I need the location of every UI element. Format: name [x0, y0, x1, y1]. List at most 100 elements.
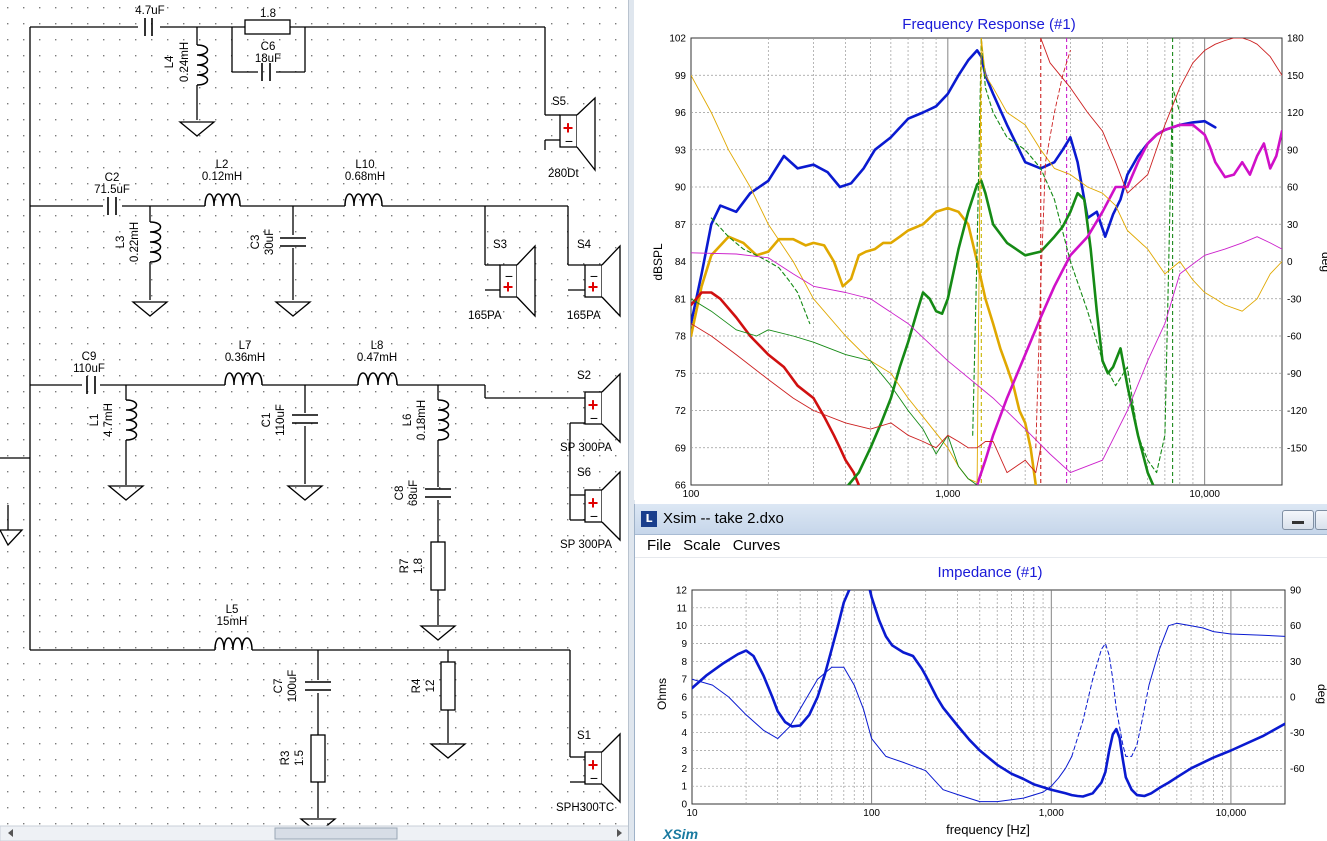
x-tick-label: 1,000	[1039, 808, 1064, 819]
y-tick-label: 72	[675, 406, 687, 417]
svg-text:+: +	[588, 277, 599, 297]
label-s1-model: SPH300TC	[556, 802, 614, 814]
label-l1-name: L1	[89, 414, 101, 427]
schematic-canvas[interactable]: + − − + − + + − + − + − 4.7uF 1.8 C6 18u…	[0, 0, 630, 841]
window-title: Xsim -- take 2.dxo	[663, 510, 784, 527]
inductors	[125, 44, 450, 651]
y2-tick-label: -60	[1287, 332, 1302, 343]
y2-tick-label: 90	[1287, 145, 1299, 156]
resistors	[244, 19, 456, 783]
label-r3-val: 1.5	[294, 750, 306, 766]
y2-tick-label: 0	[1290, 693, 1296, 704]
label-s6-model: SP 300PA	[560, 539, 612, 551]
speaker-s6[interactable]: + −	[584, 470, 621, 542]
y2-tick-label: -30	[1287, 294, 1302, 305]
x-tick-label: 1,000	[935, 489, 960, 500]
menu-scale[interactable]: Scale	[683, 537, 721, 554]
schematic-drawing[interactable]: + − − + − + + − + − + − 4.7uF 1.8 C6 18u…	[0, 0, 630, 841]
y2-tick-label: 0	[1287, 257, 1293, 268]
y-tick-label: 6	[681, 693, 687, 704]
y-tick-label: 93	[675, 145, 687, 156]
x-tick-label: 10,000	[1216, 808, 1247, 819]
speaker-s3[interactable]: − +	[499, 244, 536, 318]
label-l10-val: 0.68mH	[345, 171, 385, 183]
y2-tick-label: -90	[1287, 369, 1302, 380]
y-tick-label: 7	[681, 675, 687, 686]
series-line-0	[691, 49, 1217, 325]
series-line-5	[710, 217, 811, 325]
svg-text:+: +	[503, 277, 514, 297]
svg-text:−: −	[590, 268, 598, 284]
grid-lines	[691, 38, 1282, 485]
y-tick-label: 102	[669, 34, 686, 45]
label-l10-name: L10	[355, 159, 374, 171]
scroll-left-icon[interactable]	[8, 829, 13, 837]
menu-curves[interactable]: Curves	[732, 537, 781, 554]
label-s2-model: SP 300PA	[560, 442, 612, 454]
label-c3-val: 30uF	[264, 229, 276, 255]
y-tick-label: 78	[675, 332, 687, 343]
y-tick-label: 3	[681, 746, 687, 757]
speaker-s4[interactable]: − +	[584, 244, 621, 318]
x-tick-label: 10	[686, 808, 698, 819]
scroll-thumb[interactable]	[274, 827, 398, 840]
fr-y2label: deg	[1319, 252, 1327, 272]
label-c1-name: C1	[261, 413, 273, 428]
label-c6-val: 18uF	[255, 53, 281, 65]
label-s1-name: S1	[577, 730, 591, 742]
svg-text:−: −	[565, 133, 573, 149]
maximize-button[interactable]	[1315, 510, 1327, 530]
label-c2-name: C2	[105, 172, 120, 184]
label-c-top: 4.7uF	[135, 5, 164, 17]
label-l4-name: L4	[164, 55, 176, 68]
x-tick-label: 100	[683, 489, 700, 500]
menu-bar: File Scale Curves	[635, 535, 1327, 558]
series-line-6	[972, 38, 1181, 474]
label-s5-name: S5	[552, 96, 566, 108]
series-line-2	[691, 291, 861, 485]
series-line-10	[691, 323, 1042, 474]
label-l5-val: 15mH	[217, 616, 248, 628]
label-c3-name: C3	[250, 235, 262, 250]
minimize-button[interactable]	[1282, 510, 1314, 530]
speaker-s1[interactable]: + −	[584, 732, 621, 804]
label-c6-name: C6	[261, 41, 276, 53]
xsim-app-icon: L	[641, 511, 657, 527]
y2-tick-label: 180	[1287, 34, 1304, 45]
impedance-chart[interactable]: Impedance (#1) Ohms deg frequency [Hz] 0…	[635, 557, 1327, 841]
scroll-right-icon[interactable]	[617, 829, 622, 837]
y-tick-label: 87	[675, 220, 687, 231]
y-tick-label: 84	[675, 257, 687, 268]
y-tick-label: 9	[681, 639, 687, 650]
schematic-hscrollbar[interactable]	[0, 825, 630, 841]
label-s6-name: S6	[577, 467, 591, 479]
y2-tick-label: -30	[1290, 728, 1305, 739]
fr-ylabel: dBSPL	[651, 243, 665, 281]
y-tick-label: 99	[675, 71, 687, 82]
menu-file[interactable]: File	[647, 537, 672, 554]
series-line-12	[1035, 49, 1071, 449]
y-tick-label: 75	[675, 369, 687, 380]
svg-text:−: −	[505, 268, 513, 284]
window-titlebar[interactable]: L Xsim -- take 2.dxo	[635, 504, 1327, 535]
pane-splitter[interactable]	[628, 0, 635, 841]
series-line-2	[692, 666, 1073, 803]
x-tick-label: 100	[863, 808, 880, 819]
y-tick-label: 12	[676, 586, 688, 597]
y-tick-label: 81	[675, 294, 687, 305]
speaker-s5[interactable]: + −	[559, 96, 596, 172]
label-l1-val: 4.7mH	[103, 403, 115, 437]
label-l4-val: 0.24mH	[179, 42, 191, 82]
series-group	[691, 38, 1282, 485]
label-c8-name: C8	[394, 486, 406, 501]
series-line-4	[975, 123, 1282, 485]
imp-chart-title: Impedance (#1)	[937, 564, 1042, 581]
label-l2-name: L2	[216, 159, 229, 171]
frequency-response-chart[interactable]: Frequency Response (#1) dBSPL deg 666972…	[634, 0, 1327, 500]
y2-tick-label: -60	[1290, 764, 1305, 775]
svg-text:+: +	[588, 755, 599, 775]
y2-tick-label: 90	[1290, 586, 1302, 597]
series-line-4	[1148, 622, 1285, 686]
y2-tick-label: 60	[1287, 183, 1299, 194]
speaker-s2[interactable]: + −	[584, 372, 621, 444]
